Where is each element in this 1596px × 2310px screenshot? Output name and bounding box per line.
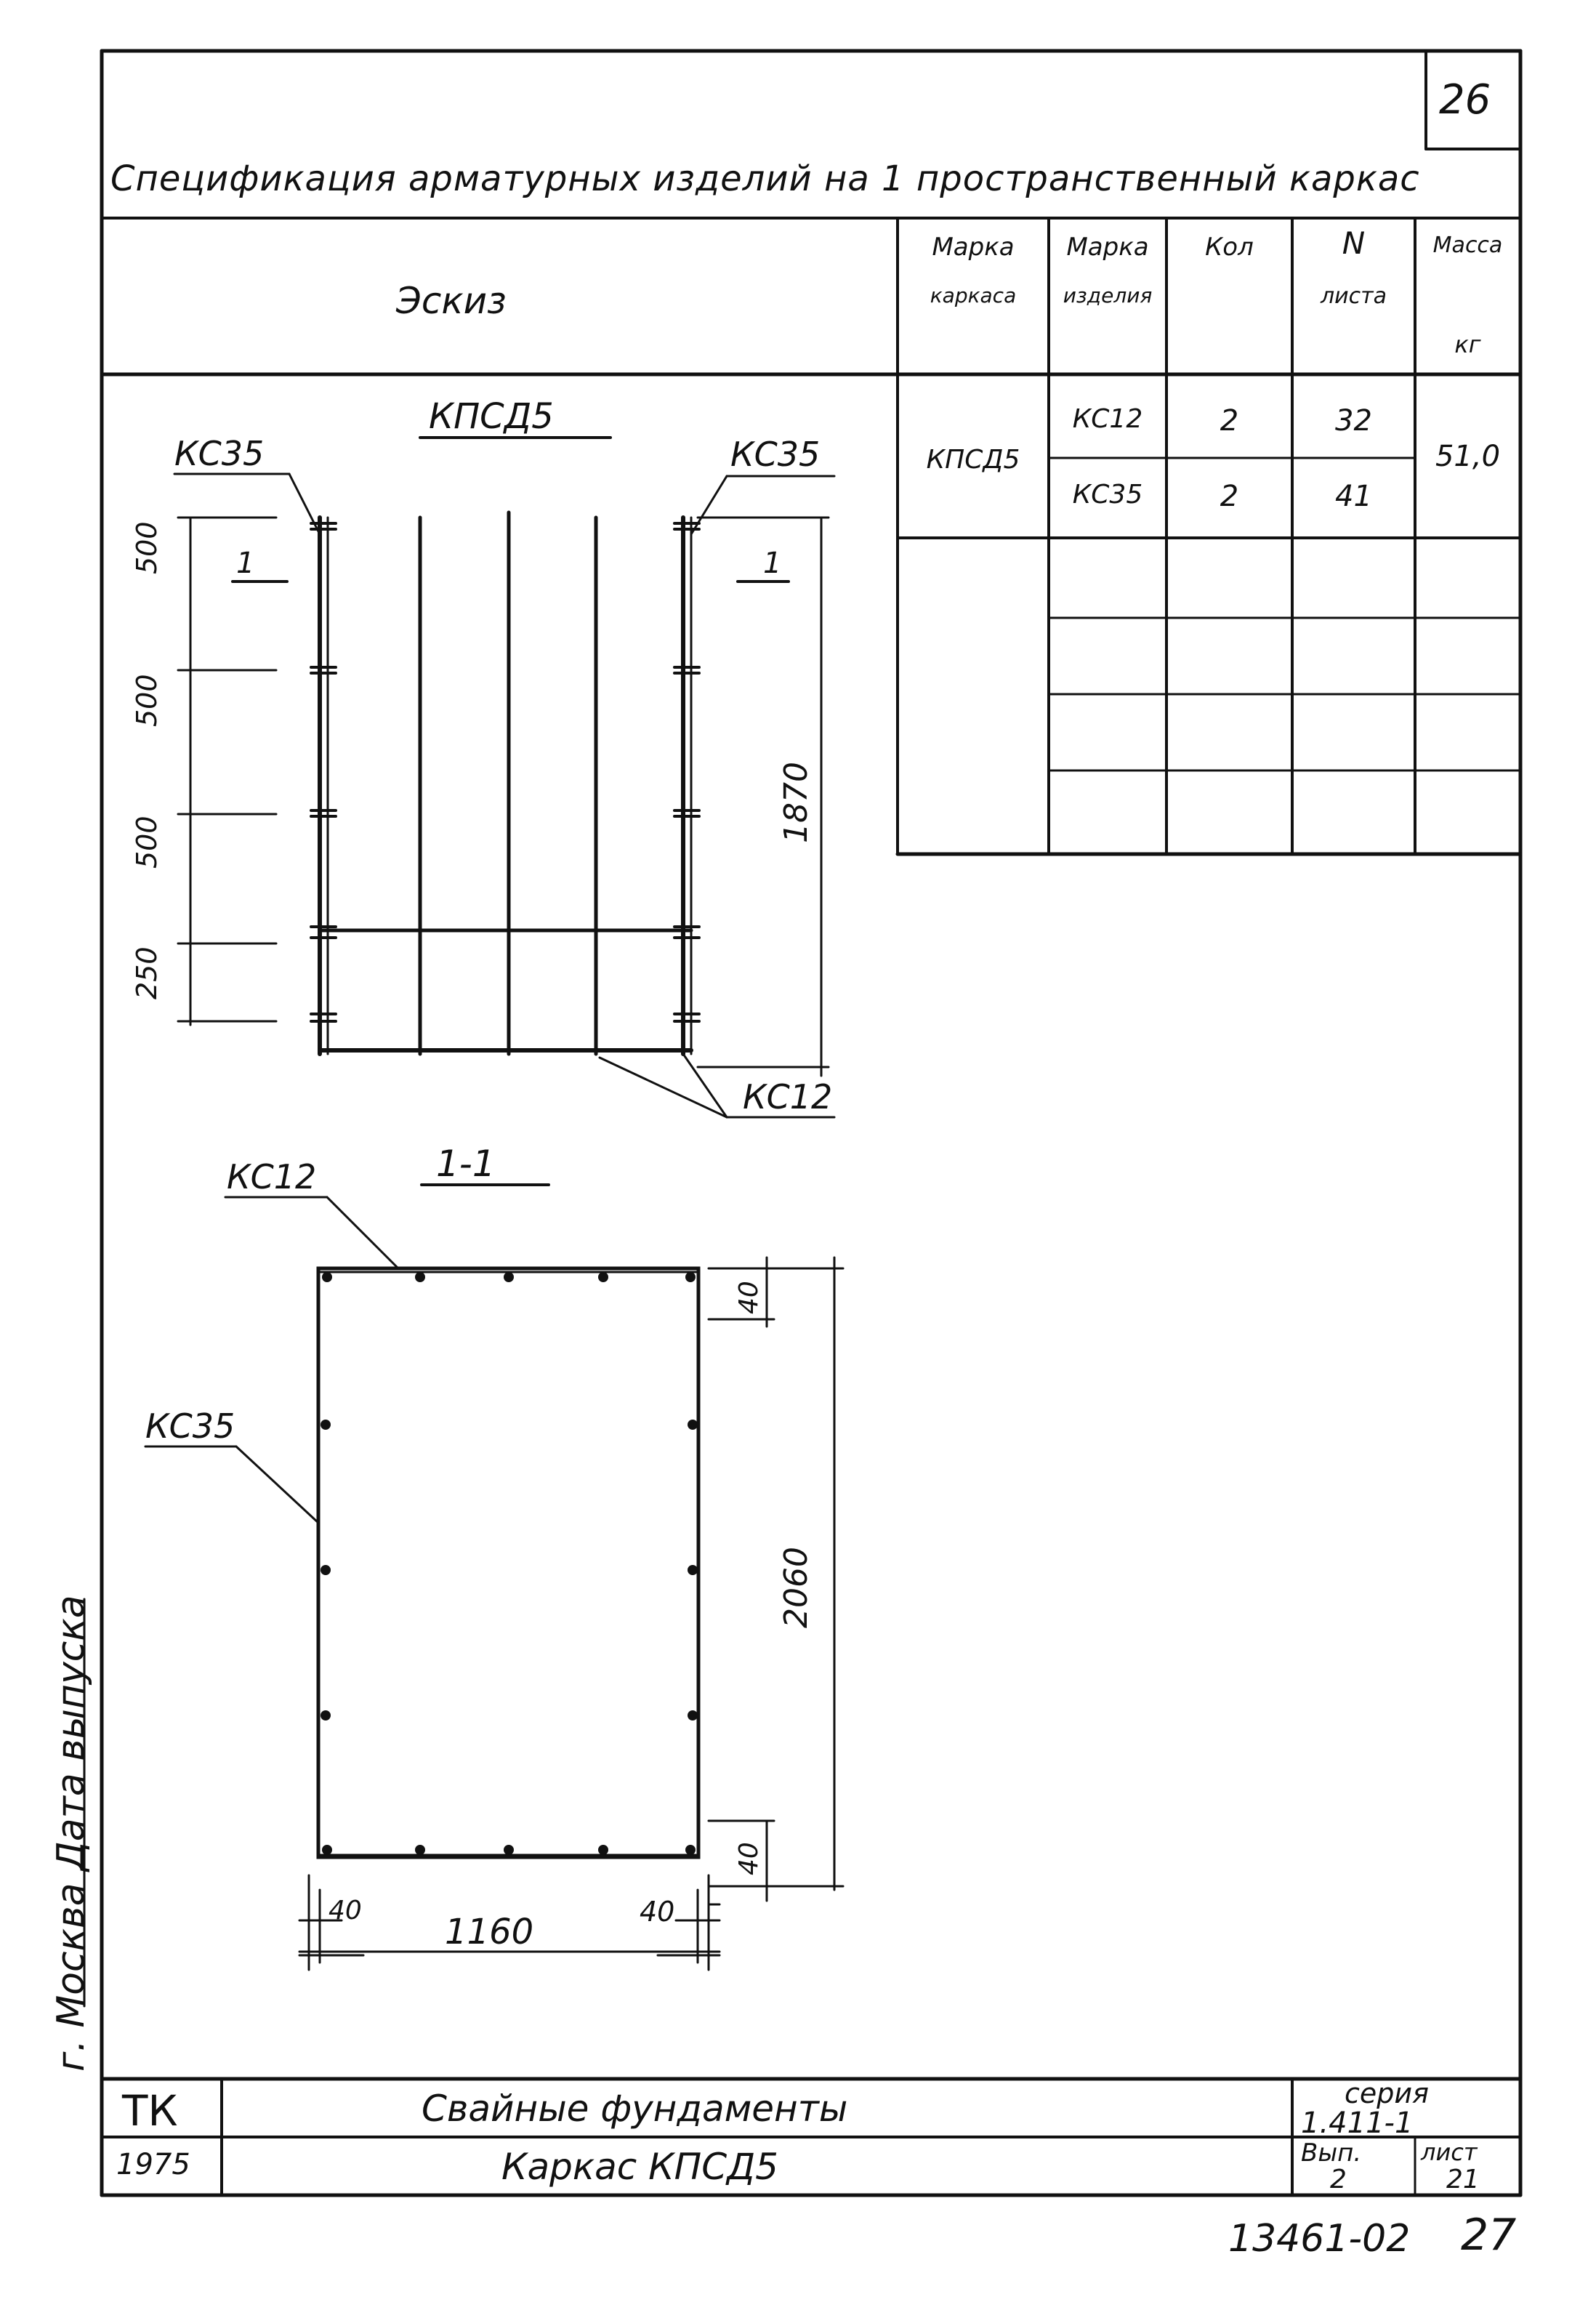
header-sheet-no-2: листа — [1320, 283, 1387, 309]
header-sheet-no-1: N — [1342, 225, 1366, 261]
dim-left-4: 250 — [131, 946, 163, 999]
header-mass-1: Масса — [1432, 233, 1503, 258]
elevation-title: КПСД5 — [429, 396, 554, 437]
section-mark-right: 1 — [763, 547, 782, 580]
header-item-mark-1: Марка — [1066, 233, 1149, 262]
dim-section-right: 40 — [640, 1896, 675, 1928]
dim-section-bottom: 40 — [734, 1842, 764, 1875]
dim-left-2: 500 — [131, 674, 163, 727]
row-2-qty: 2 — [1220, 480, 1239, 513]
row-1-item: КС12 — [1072, 404, 1143, 434]
dim-section-width: 1160 — [445, 1912, 534, 1952]
row-2-item: КС35 — [1072, 480, 1143, 510]
section-title: 1-1 — [436, 1143, 496, 1185]
frame-mark-cell: КПСД5 — [926, 445, 1020, 475]
section-top-label: КС12 — [227, 1157, 317, 1196]
row-1-sheet: 32 — [1335, 404, 1372, 438]
dim-section-left: 40 — [329, 1896, 362, 1925]
series-value: 1.411-1 — [1301, 2106, 1414, 2140]
dim-left-1: 500 — [131, 521, 163, 574]
org-code: ТК — [122, 2086, 178, 2136]
section-mark-left: 1 — [236, 547, 255, 580]
title-name-2: Каркас КПСД5 — [501, 2146, 778, 2188]
issue-label: Вып. — [1301, 2138, 1362, 2168]
title-name-1: Свайные фундаменты — [422, 2088, 848, 2130]
series-label: серия — [1345, 2077, 1429, 2109]
page-footer: 13461-02 — [1228, 2217, 1411, 2261]
dim-right-1870: 1870 — [778, 762, 815, 843]
header-frame-mark-2: каркаса — [930, 283, 1017, 307]
margin-text: г. Москва Дата выпуска — [49, 1595, 93, 2072]
page-footer-num: 27 — [1461, 2210, 1517, 2261]
corner-number: 26 — [1439, 76, 1491, 124]
elevation-left-label: КС35 — [174, 434, 265, 473]
spec-title: Спецификация арматурных изделий на 1 про… — [110, 158, 1420, 199]
dim-section-top: 40 — [734, 1281, 764, 1314]
year: 1975 — [116, 2148, 190, 2181]
issue-value: 2 — [1330, 2165, 1347, 2194]
header-item-mark-2: изделия — [1063, 283, 1153, 307]
sketch-header: Эскиз — [396, 280, 507, 322]
row-1-qty: 2 — [1220, 404, 1239, 438]
sheet-value: 21 — [1446, 2165, 1480, 2194]
header-qty: Кол — [1205, 233, 1254, 262]
header-frame-mark-1: Марка — [932, 233, 1015, 262]
mass-cell: 51,0 — [1435, 440, 1501, 473]
dim-section-height: 2060 — [778, 1547, 815, 1628]
row-2-sheet: 41 — [1335, 480, 1372, 513]
dim-left-3: 500 — [131, 816, 163, 869]
elevation-right-label: КС35 — [730, 435, 821, 474]
header-mass-2: кг — [1454, 331, 1481, 358]
sheet-label: лист — [1421, 2138, 1478, 2166]
elevation-bottom-label: КС12 — [743, 1077, 833, 1116]
section-left-label: КС35 — [145, 1406, 235, 1446]
